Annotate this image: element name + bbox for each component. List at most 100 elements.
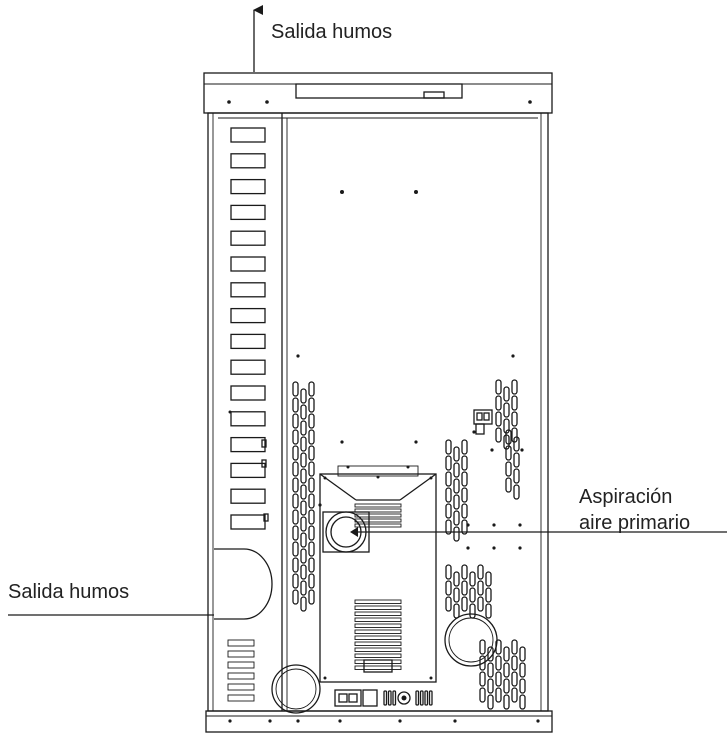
louver	[354, 513, 402, 518]
vent-slot	[519, 646, 526, 662]
side-slot	[230, 333, 266, 350]
left-panel-details	[228, 410, 269, 522]
vent-slot	[300, 404, 307, 420]
vent-slot	[445, 439, 452, 455]
vent-slot	[485, 587, 492, 603]
vent-slot	[453, 494, 460, 510]
vent-slot	[519, 678, 526, 694]
bottom-connectors	[334, 689, 433, 707]
vent-slot	[513, 468, 520, 484]
vent-slot	[453, 526, 460, 542]
vent-slot	[503, 646, 510, 662]
vent-slot	[300, 452, 307, 468]
vent-slot	[300, 500, 307, 516]
side-slot	[230, 411, 266, 427]
vent-slot	[308, 573, 315, 589]
bottom-base	[205, 710, 553, 733]
vent-slot	[513, 484, 520, 500]
vent-slot	[308, 477, 315, 493]
panel-screws	[296, 190, 524, 550]
vent-slot	[461, 580, 468, 596]
vent-slot	[308, 509, 315, 525]
vent-slot	[308, 461, 315, 477]
louver	[354, 617, 402, 622]
vent-slot	[479, 639, 486, 655]
vent-slot	[495, 671, 502, 687]
vent-slot	[511, 687, 518, 703]
vent-slot	[495, 411, 502, 427]
top-cap	[203, 72, 553, 114]
vent-slot	[487, 678, 494, 694]
vent-slot	[300, 420, 307, 436]
vent-slot	[511, 671, 518, 687]
panel-plate	[363, 659, 393, 673]
vent-slot	[445, 596, 452, 612]
vent-slot	[511, 639, 518, 655]
vent-slot	[513, 452, 520, 468]
vent-slot	[519, 694, 526, 710]
vent-slot	[461, 471, 468, 487]
louver	[354, 623, 402, 628]
vent-slot	[503, 694, 510, 710]
vent-slot	[300, 388, 307, 404]
vent-slot	[505, 461, 512, 477]
side-slot	[230, 230, 266, 246]
vent-slot	[308, 397, 315, 413]
vent-slot	[453, 603, 460, 619]
louver	[354, 635, 402, 640]
vent-slot	[511, 411, 518, 427]
vent-slot	[292, 413, 299, 429]
small-slot	[227, 683, 255, 691]
louver	[354, 653, 402, 658]
top-smoke-outlet-label: Salida humos	[271, 21, 393, 43]
central-service-panel	[319, 465, 437, 683]
side-slot	[230, 488, 266, 504]
vent-slot	[461, 564, 468, 580]
louver	[354, 641, 402, 646]
vent-slot	[300, 532, 307, 548]
vent-slot	[461, 455, 468, 471]
vent-slot	[308, 493, 315, 509]
vent-slot	[445, 455, 452, 471]
vent-slot	[292, 573, 299, 589]
vent-slot	[300, 564, 307, 580]
vent-slot	[495, 379, 502, 395]
vent-slot	[300, 580, 307, 596]
vent-slot	[453, 510, 460, 526]
side-slot	[230, 307, 266, 324]
vent-slot	[292, 589, 299, 605]
small-slot	[227, 639, 255, 647]
vent-slot	[300, 596, 307, 612]
vent-slot	[461, 503, 468, 519]
ventilation-slot-clusters	[292, 379, 526, 710]
left-smoke-outlet-label: Salida humos	[8, 581, 130, 603]
service-panel-louvers	[354, 503, 402, 673]
vent-slot	[292, 509, 299, 525]
vent-slot	[479, 671, 486, 687]
vent-slot	[453, 587, 460, 603]
vent-slot	[479, 655, 486, 671]
vent-slot	[485, 603, 492, 619]
vent-slot	[308, 557, 315, 573]
vent-slot	[495, 427, 502, 443]
vent-slot	[469, 603, 476, 619]
air-intake-label-line2: aire primario	[579, 512, 691, 534]
side-slot	[230, 178, 266, 195]
left-flue-outlet	[214, 548, 273, 620]
vent-slot	[503, 386, 510, 402]
vent-slot	[461, 519, 468, 535]
louver	[354, 647, 402, 652]
vent-slot	[477, 564, 484, 580]
vent-slot	[445, 487, 452, 503]
vent-slot	[511, 655, 518, 671]
louver	[354, 523, 402, 528]
left-side-vent-slots	[230, 127, 266, 530]
vent-slot	[511, 379, 518, 395]
side-slot	[230, 514, 266, 530]
vent-slot	[495, 655, 502, 671]
vent-slot	[292, 429, 299, 445]
side-slot	[230, 127, 266, 143]
vent-slot	[487, 662, 494, 678]
vent-slot	[308, 413, 315, 429]
vent-slot	[308, 445, 315, 461]
